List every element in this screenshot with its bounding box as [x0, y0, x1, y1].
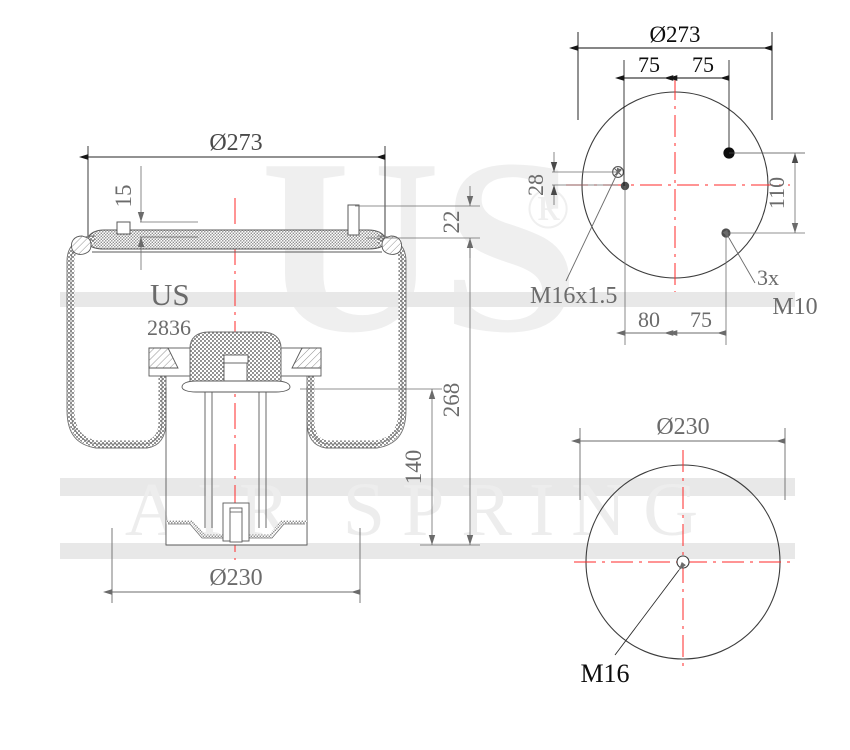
- arrow-down: [550, 162, 558, 172]
- leader-line: [565, 167, 622, 282]
- dim-label-height-268: 268: [439, 383, 464, 418]
- callout-label-piston-thread: M16: [580, 659, 629, 688]
- product-label: US 2836: [147, 277, 191, 340]
- arrow-up: [550, 185, 558, 195]
- arrow-up: [137, 237, 145, 247]
- piston-plan-view: Ø230 M16: [570, 414, 792, 688]
- callout-piston-thread: M16: [580, 562, 686, 688]
- callout-label-stud-count: 3x: [757, 265, 779, 290]
- dim-label-dia-273-top: Ø273: [209, 130, 262, 156]
- watermark-bar-top: [60, 292, 795, 307]
- arrow-up: [791, 223, 799, 233]
- leader-line: [614, 562, 686, 656]
- arrow-up: [466, 535, 474, 545]
- sectional-view-dimensions: Ø273 15 22 268: [78, 130, 480, 603]
- dim-dia-230-bottom: Ø230: [102, 528, 361, 603]
- rubber-bumper: [181, 331, 291, 393]
- top-plate-body: [87, 229, 386, 250]
- dim-piston-140: 140: [300, 388, 442, 545]
- dim-tp-75-pair: 75 75: [614, 52, 730, 186]
- dim-label-tp-80: 80: [638, 307, 660, 332]
- bumper-insert: [223, 354, 249, 364]
- product-label-model: 2836: [147, 315, 191, 340]
- callout-air-port: M16x1.5: [530, 167, 622, 309]
- dim-label-piston-140: 140: [401, 450, 426, 485]
- product-label-brand: US: [150, 277, 190, 312]
- callout-label-air-port: M16x1.5: [530, 283, 617, 309]
- arrow-down: [428, 389, 436, 399]
- piston-center-hole: [676, 555, 690, 569]
- dim-bp-dia-230: Ø230: [570, 414, 786, 500]
- bellows-left-crimp: [71, 235, 92, 255]
- dim-label-bp-dia-230: Ø230: [656, 414, 709, 440]
- bead-ring-right-wedge: [291, 347, 322, 369]
- dim-stud-15: 15: [111, 166, 198, 270]
- piston-center-stud: [229, 507, 243, 543]
- stud-tall: [347, 204, 360, 236]
- callout-mounting-studs: 3x M10: [722, 229, 818, 320]
- bumper-flange: [181, 380, 291, 393]
- top-plate-plan-view: Ø273 75 75 28 110: [523, 22, 818, 345]
- watermark-registered-icon: ®: [526, 176, 570, 241]
- dim-label-tp-75-right: 75: [692, 52, 714, 77]
- dim-label-dia-230-bottom: Ø230: [209, 565, 262, 591]
- dim-label-tp-75-left: 75: [638, 52, 660, 77]
- watermark-bar-bottom: [60, 543, 795, 559]
- dim-label-tp-28: 28: [523, 174, 548, 196]
- dim-stud-22: 22: [355, 186, 480, 258]
- dim-height-268: 268: [420, 238, 480, 546]
- arrow-up: [428, 535, 436, 545]
- dim-label-tp-75-bottom: 75: [690, 307, 712, 332]
- arrow-down: [137, 212, 145, 222]
- arrow-down: [466, 196, 474, 206]
- piston-assembly: [165, 387, 308, 546]
- dim-label-tp-dia-273: Ø273: [649, 22, 700, 47]
- bead-ring-left-wedge: [148, 347, 179, 369]
- bellows-right-crimp: [381, 235, 402, 255]
- piston-outline: [585, 464, 781, 660]
- dim-dia-273-top: Ø273: [78, 130, 386, 236]
- dim-tp-bottom-pair: 80 75: [615, 186, 727, 345]
- dim-label-stud-15: 15: [111, 185, 136, 208]
- watermark-bar-mid: [60, 478, 795, 496]
- dim-label-stud-22: 22: [439, 211, 464, 234]
- bellows-wall: [66, 235, 407, 449]
- dim-tp-28: 28: [523, 152, 618, 205]
- callout-label-stud-thread: M10: [772, 294, 817, 320]
- top-cover-plate: [87, 229, 386, 253]
- stud-short: [116, 221, 131, 235]
- dim-tp-110: 110: [726, 152, 805, 234]
- arrow-down: [791, 153, 799, 163]
- sectional-front-view: [66, 198, 407, 560]
- leader-line: [722, 229, 756, 284]
- dim-tp-dia-273: Ø273: [568, 22, 773, 120]
- dim-label-tp-110: 110: [764, 177, 789, 209]
- top-plate-studs: [116, 204, 360, 236]
